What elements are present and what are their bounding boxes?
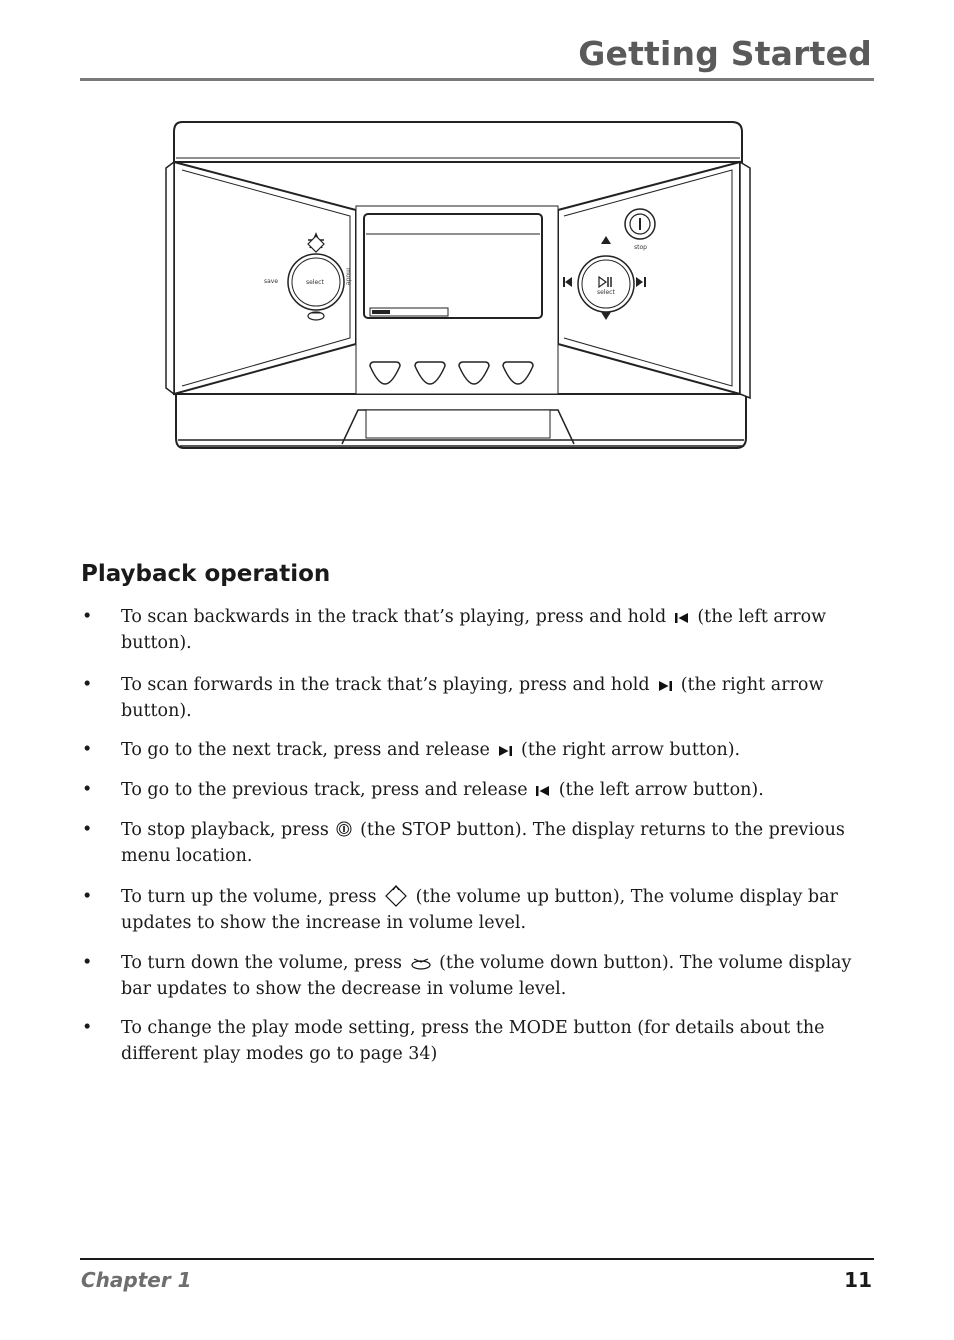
right-select-label: select [597, 289, 615, 296]
save-label: save [264, 278, 278, 285]
bullet-marker: • [82, 740, 93, 760]
page-title: Getting Started [578, 34, 872, 73]
chapter-label: Chapter 1 [81, 1268, 192, 1292]
bullet-text: To turn down the volume, press [121, 953, 402, 973]
next-icon [659, 681, 673, 691]
bullet-text: To turn up the volume, press [121, 887, 377, 907]
bullet-text: To go to the next track, press and relea… [121, 740, 490, 760]
bullet-marker: • [82, 887, 93, 907]
next-icon [499, 746, 513, 756]
bullet-text: To stop playback, press [121, 820, 329, 840]
prev-icon [674, 613, 688, 623]
bullet-marker: • [82, 675, 93, 695]
left-select-label: select [306, 279, 324, 286]
mode-label: mode [345, 268, 352, 285]
device-illustration: save select mode stop select [165, 121, 751, 449]
volume-up-icon [385, 885, 407, 907]
bullet-marker: • [82, 607, 93, 627]
prev-icon [536, 786, 550, 796]
bullet-text-after: (the right arrow button). [121, 675, 824, 721]
bullet-marker: • [82, 953, 93, 973]
bullet-text-after: (the volume up button), The volume displ… [121, 887, 838, 933]
header-rule [80, 78, 874, 81]
bullet-text-after: (the STOP button). The display returns t… [121, 820, 845, 866]
bullet-marker: • [82, 820, 93, 840]
bullet-text: To scan backwards in the track that’s pl… [121, 607, 667, 627]
bullet-text-after: (the left arrow button). [558, 780, 764, 800]
bullet-marker: • [82, 1018, 93, 1038]
bullet-text-after: (the right arrow button). [521, 740, 741, 760]
footer-rule [80, 1258, 874, 1260]
bullet-text: To go to the previous track, press and r… [121, 780, 528, 800]
volume-down-icon [410, 958, 431, 970]
bullet-marker: • [82, 780, 93, 800]
page-number: 11 [844, 1268, 872, 1292]
stop-icon [336, 821, 352, 837]
section-heading: Playback operation [81, 561, 331, 587]
bullet-text-after: (the volume down button). The volume dis… [121, 953, 852, 999]
bullet-text-after: (the left arrow button). [121, 607, 827, 653]
stop-label: stop [634, 244, 647, 251]
bullet-text: To scan forwards in the track that’s pla… [121, 675, 650, 695]
bullet-text: To change the play mode setting, press t… [121, 1018, 825, 1064]
